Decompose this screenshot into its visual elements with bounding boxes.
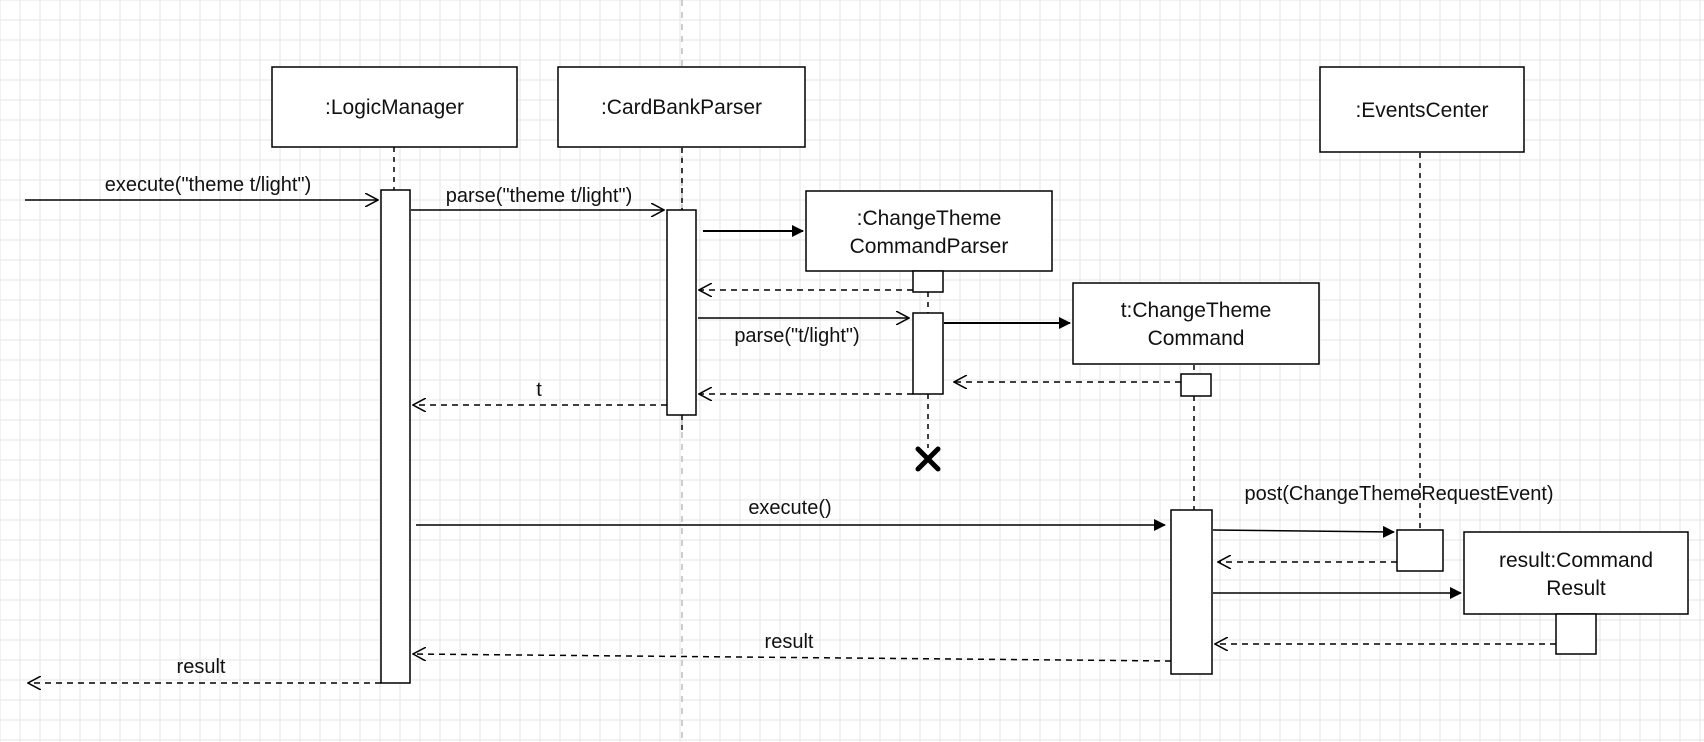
activation-events-center — [1396, 529, 1444, 572]
participant-card-bank-parser-label: :CardBankParser — [601, 96, 762, 119]
participant-events-center: :EventsCenter — [1319, 66, 1525, 153]
activation-logic-manager — [380, 189, 411, 684]
activation-command-parser-create — [912, 270, 944, 293]
return-result-outer-label: result — [177, 656, 226, 678]
message-parse-theme-label: parse("theme t/light") — [446, 185, 633, 207]
message-post-event-label: post(ChangeThemeRequestEvent) — [1244, 483, 1553, 505]
return-t-label: t — [536, 379, 542, 401]
message-execute-call-label: execute() — [748, 497, 831, 519]
participant-change-theme-command-parser: :ChangeTheme CommandParser — [805, 190, 1053, 272]
participant-change-theme-command-label-line2: Command — [1148, 327, 1245, 350]
participant-command-result: result:Command Result — [1463, 531, 1689, 615]
activation-card-bank-parser — [666, 209, 697, 416]
message-post-event-arrow — [1212, 525, 1395, 538]
participant-change-theme-command: t:ChangeTheme Command — [1072, 282, 1320, 365]
lifelines — [393, 137, 1421, 530]
message-parse-light-label: parse("t/light") — [734, 325, 859, 347]
x-icon — [915, 446, 941, 472]
activation-command-create — [1180, 373, 1212, 397]
activation-command-parser-parse — [912, 312, 944, 395]
return-result-inner-label: result — [765, 631, 814, 653]
participant-command-result-label-line1: result:Command — [1499, 549, 1653, 572]
participant-command-result-label-line2: Result — [1546, 577, 1606, 600]
activation-bars — [380, 189, 1597, 684]
participant-change-theme-command-label-line1: t:ChangeTheme — [1121, 299, 1272, 322]
activation-command-execute — [1170, 509, 1213, 675]
participant-card-bank-parser: :CardBankParser — [557, 66, 806, 148]
participant-events-center-label: :EventsCenter — [1355, 99, 1488, 122]
participant-change-theme-command-parser-label-line2: CommandParser — [850, 235, 1009, 258]
participant-change-theme-command-parser-label-line1: :ChangeTheme — [857, 207, 1002, 230]
activation-command-result — [1555, 613, 1597, 655]
return-result-inner-arrow — [413, 654, 1172, 662]
message-execute-theme-label: execute("theme t/light") — [105, 174, 312, 196]
participant-logic-manager: :LogicManager — [271, 66, 518, 148]
participant-logic-manager-label: :LogicManager — [325, 96, 464, 119]
messages: execute("theme t/light") parse("theme t/… — [25, 174, 1556, 683]
